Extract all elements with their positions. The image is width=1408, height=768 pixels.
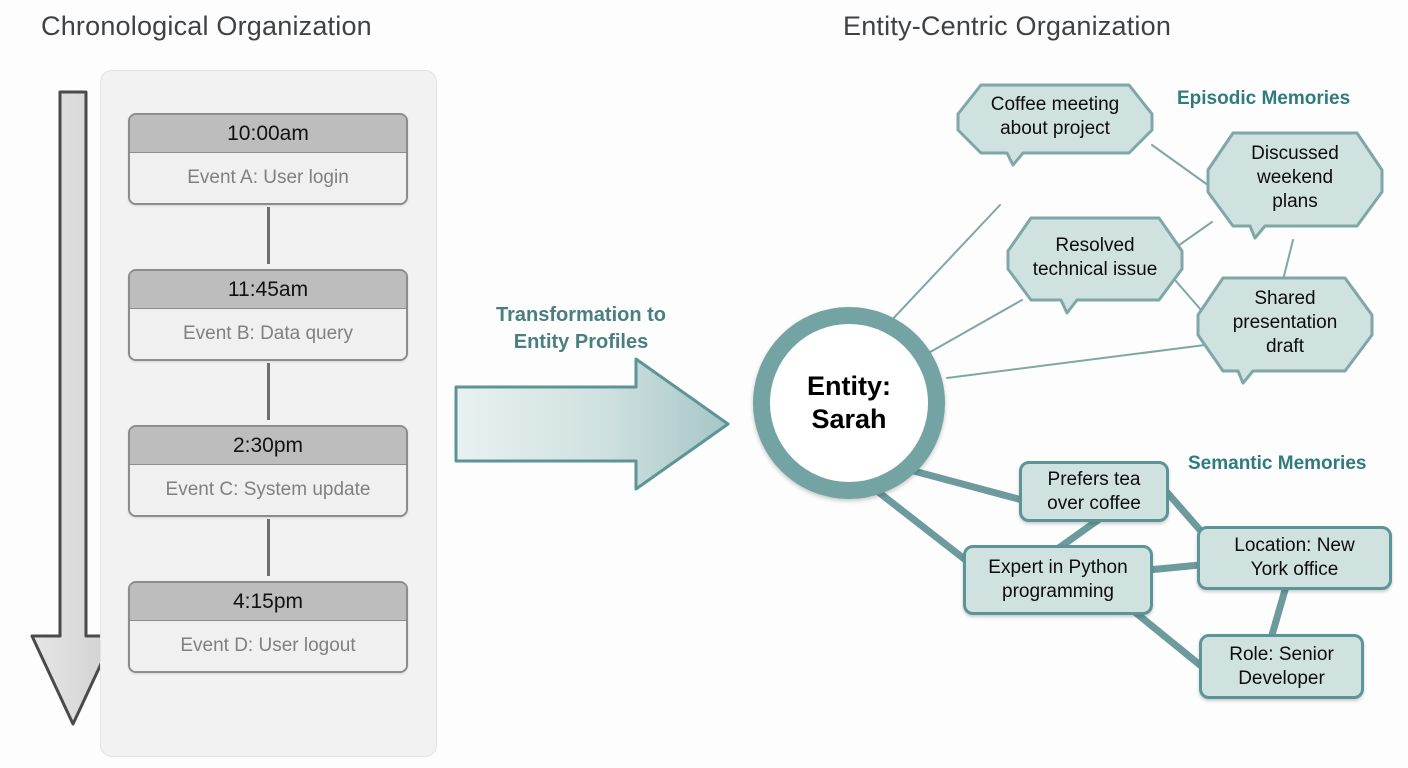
- event-card[interactable]: 11:45am Event B: Data query: [128, 269, 408, 361]
- event-description: Event D: User logout: [130, 621, 406, 671]
- entity-label: Entity: Sarah: [807, 370, 891, 436]
- episodic-node-text: Resolved technical issue: [1005, 215, 1185, 300]
- event-description: Event C: System update: [130, 465, 406, 515]
- node-line: presentation: [1232, 312, 1338, 333]
- node-line: Expert in Python: [988, 557, 1128, 578]
- node-line: weekend: [1256, 167, 1334, 188]
- episodic-node-presentation-draft[interactable]: Shared presentation draft: [1195, 275, 1375, 385]
- entity-node[interactable]: Entity: Sarah: [753, 307, 945, 499]
- node-line: Developer: [1238, 667, 1325, 689]
- semantic-node-text: Location: New York office: [1234, 534, 1354, 582]
- episodic-node-text: Shared presentation draft: [1195, 275, 1375, 371]
- node-line: about project: [1000, 118, 1110, 139]
- node-line: technical issue: [1032, 258, 1158, 280]
- edge-python-location: [1144, 561, 1204, 574]
- event-time: 11:45am: [130, 271, 406, 309]
- semantic-memories-label: Semantic Memories: [1188, 453, 1367, 474]
- episodic-node-weekend-plans[interactable]: Discussed weekend plans: [1205, 130, 1385, 240]
- timeline-connector: [267, 519, 270, 576]
- event-card[interactable]: 2:30pm Event C: System update: [128, 425, 408, 517]
- right-arrow-icon: [454, 357, 730, 491]
- edge-coffee-weekend: [1151, 144, 1213, 189]
- node-line: Prefers tea: [1047, 468, 1141, 490]
- episodic-memories-label: Episodic Memories: [1177, 88, 1351, 109]
- edge-entity-python: [868, 483, 976, 569]
- node-line: Role: Senior: [1229, 643, 1334, 665]
- event-time: 10:00am: [130, 115, 406, 153]
- episodic-node-text: Coffee meeting about project: [955, 82, 1155, 152]
- transformation-label-line1: Transformation to: [495, 304, 666, 326]
- transformation-label-line2: Entity Profiles: [513, 331, 649, 353]
- edge-entity-presentation: [946, 344, 1206, 379]
- semantic-node-text: Expert in Python programming: [988, 556, 1127, 604]
- semantic-node-location[interactable]: Location: New York office: [1197, 526, 1392, 590]
- edge-tea-location: [1161, 486, 1204, 534]
- event-card[interactable]: 4:15pm Event D: User logout: [128, 581, 408, 673]
- timeline-connector: [267, 207, 270, 264]
- node-line: programming: [1002, 581, 1114, 602]
- node-line: Coffee meeting: [990, 94, 1120, 115]
- timeline-connector: [267, 363, 270, 420]
- transformation-label: Transformation to Entity Profiles: [456, 302, 706, 356]
- node-line: Shared: [1254, 288, 1316, 309]
- entity-label-line2: Sarah: [811, 404, 887, 434]
- edge-location-role: [1268, 586, 1289, 639]
- node-line: Location: New: [1234, 535, 1355, 556]
- node-line: plans: [1272, 191, 1318, 212]
- right-panel-title: Entity-Centric Organization: [843, 11, 1172, 41]
- event-time: 2:30pm: [130, 427, 406, 465]
- episodic-node-text: Discussed weekend plans: [1205, 130, 1385, 226]
- entity-label-line1: Entity:: [807, 371, 891, 401]
- node-line: Discussed: [1251, 143, 1339, 164]
- node-line: draft: [1265, 336, 1304, 357]
- down-arrow-icon: [30, 90, 116, 726]
- event-description: Event A: User login: [130, 153, 406, 203]
- event-description: Event B: Data query: [130, 309, 406, 359]
- node-line: York office: [1250, 559, 1339, 580]
- semantic-node-text: Role: Senior Developer: [1229, 643, 1334, 691]
- hexagon-bubble-icon: [1196, 276, 1374, 385]
- hexagon-bubble-icon: [956, 83, 1154, 167]
- node-line: over coffee: [1047, 492, 1141, 514]
- event-card[interactable]: 10:00am Event A: User login: [128, 113, 408, 205]
- semantic-node-role[interactable]: Role: Senior Developer: [1199, 634, 1364, 699]
- event-time: 4:15pm: [130, 583, 406, 621]
- hexagon-bubble-icon: [1206, 131, 1384, 240]
- semantic-node-python[interactable]: Expert in Python programming: [963, 545, 1153, 615]
- node-line: Resolved: [1055, 234, 1135, 256]
- left-panel-title: Chronological Organization: [41, 11, 372, 41]
- semantic-node-text: Prefers tea over coffee: [1047, 468, 1141, 516]
- episodic-node-technical-issue[interactable]: Resolved technical issue: [1005, 215, 1185, 315]
- hexagon-bubble-icon: [1006, 216, 1184, 315]
- semantic-node-prefers-tea[interactable]: Prefers tea over coffee: [1019, 461, 1169, 522]
- episodic-node-coffee-meeting[interactable]: Coffee meeting about project: [955, 82, 1155, 167]
- edge-entity-tea: [906, 466, 1026, 504]
